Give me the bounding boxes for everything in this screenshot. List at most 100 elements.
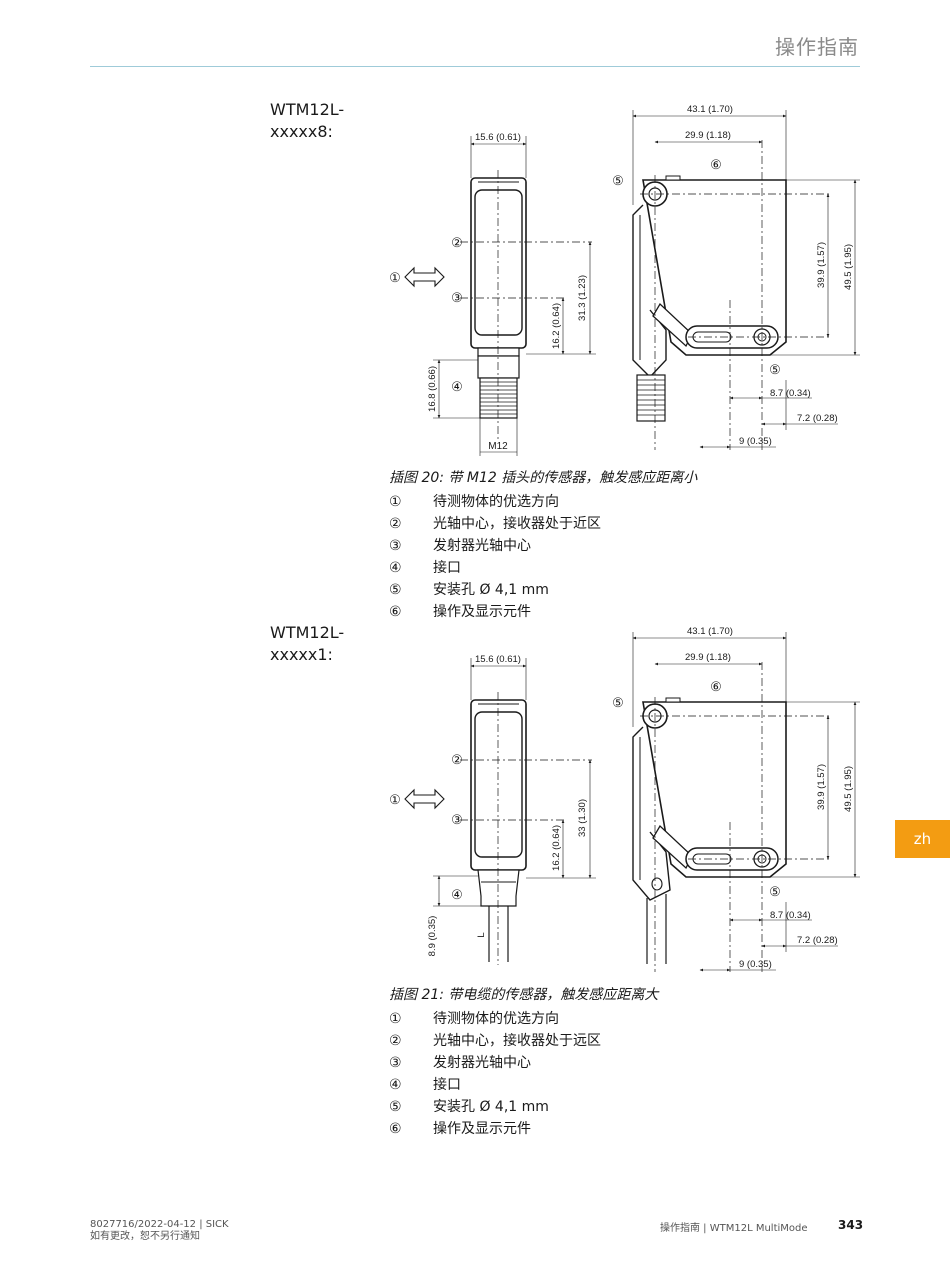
legend-number: ②	[389, 516, 402, 532]
legend-item: ③ 发射器光轴中心	[389, 1052, 601, 1074]
legend-number: ①	[389, 494, 402, 510]
fig21-callout-5-top: ⑤	[612, 695, 624, 710]
model-label-2-line1: WTM12L-	[270, 623, 345, 642]
fig20-dim-total-width: 43.1 (1.70)	[687, 104, 733, 115]
legend-number: ⑥	[389, 604, 402, 620]
legend-number: ⑤	[389, 1099, 402, 1115]
fig20-callout-5-bottom: ⑤	[769, 362, 781, 377]
page-header-title: 操作指南	[775, 35, 859, 59]
legend-number: ③	[389, 1055, 402, 1071]
figure-20-legend: ① 待测物体的优选方向 ② 光轴中心，接收器处于近区 ③ 发射器光轴中心 ④ 接口 ⑤ 安…	[389, 491, 601, 623]
legend-number: ④	[389, 1077, 402, 1093]
fig21-dim-front-width: 15.6 (0.61)	[475, 654, 521, 665]
legend-item: ⑤ 安装孔 Ø 4,1 mm	[389, 1096, 601, 1118]
fig21-callout-6: ⑥	[710, 679, 722, 694]
fig21-dim-connector-height: 8.9 (0.35)	[427, 916, 438, 957]
legend-number: ②	[389, 1033, 402, 1049]
legend-number: ⑥	[389, 1121, 402, 1137]
legend-text: 接口	[433, 560, 461, 576]
fig20-dim-inner-width: 29.9 (1.18)	[685, 130, 731, 141]
fig20-dim-m12: M12	[488, 441, 508, 452]
legend-item: ⑤ 安装孔 Ø 4,1 mm	[389, 579, 601, 601]
fig20-callout-1: ①	[389, 270, 401, 285]
legend-text: 发射器光轴中心	[433, 538, 531, 554]
fig21-dim-72: 7.2 (0.28)	[797, 935, 838, 946]
fig21-dim-inner-width: 29.9 (1.18)	[685, 652, 731, 663]
legend-text: 接口	[433, 1077, 461, 1093]
fig20-dim-inner-height: 39.9 (1.57)	[816, 242, 827, 288]
fig20-direction-arrow	[404, 266, 445, 288]
legend-item: ⑥ 操作及显示元件	[389, 601, 601, 623]
legend-text: 发射器光轴中心	[433, 1055, 531, 1071]
legend-item: ② 光轴中心，接收器处于远区	[389, 1030, 601, 1052]
fig21-dim-emitter-height: 16.2 (0.64)	[551, 825, 562, 871]
legend-text: 光轴中心，接收器处于近区	[433, 516, 601, 532]
legend-number: ⑤	[389, 582, 402, 598]
model-label-1-line2: xxxxx8:	[270, 122, 333, 141]
fig20-dim-axis-height: 31.3 (1.23)	[577, 275, 588, 321]
fig21-callout-3: ③	[451, 812, 463, 827]
fig20-dim-72: 7.2 (0.28)	[797, 413, 838, 424]
legend-text: 待测物体的优选方向	[433, 494, 559, 510]
fig20-callout-3: ③	[451, 290, 463, 305]
legend-number: ③	[389, 538, 402, 554]
model-label-2-line2: xxxxx1:	[270, 645, 333, 664]
fig20-dim-9: 9 (0.35)	[739, 436, 772, 447]
legend-item: ① 待测物体的优选方向	[389, 1008, 601, 1030]
fig20-side-connector	[636, 374, 666, 422]
fig21-dim-total-height: 49.5 (1.95)	[843, 766, 854, 812]
fig21-front-lens	[474, 711, 523, 858]
fig20-callout-2: ②	[451, 235, 463, 250]
fig20-callout-6: ⑥	[710, 157, 722, 172]
header-divider	[90, 66, 860, 67]
footer-notice: 如有更改，恕不另行通知	[90, 1231, 200, 1242]
fig21-callout-4: ④	[451, 887, 463, 902]
fig21-dim-axis-height: 33 (1.30)	[577, 799, 588, 837]
legend-item: ③ 发射器光轴中心	[389, 535, 601, 557]
legend-item: ① 待测物体的优选方向	[389, 491, 601, 513]
legend-number: ④	[389, 560, 402, 576]
footer-doc-info: 8027716/2022-04-12 | SICK 如有更改，恕不另行通知	[90, 1219, 229, 1243]
footer-doc-number: 8027716/2022-04-12 | SICK	[90, 1219, 229, 1230]
fig21-dim-inner-height: 39.9 (1.57)	[816, 764, 827, 810]
fig21-cable-length-label: L	[476, 932, 487, 937]
legend-item: ⑥ 操作及显示元件	[389, 1118, 601, 1140]
fig20-callout-5-top: ⑤	[612, 173, 624, 188]
fig20-front-lens	[474, 189, 523, 336]
figure-20-drawing: 15.6 (0.61) 31.3 (1.23) 16.2 (0.64) 16.8…	[389, 104, 860, 456]
fig21-direction-arrow	[404, 788, 445, 810]
fig20-dim-total-height: 49.5 (1.95)	[843, 244, 854, 290]
figure-21-caption: 插图 21: 带电缆的传感器，触发感应距离大	[389, 987, 659, 1003]
fig20-dim-front-width: 15.6 (0.61)	[475, 132, 521, 143]
fig21-dim-87: 8.7 (0.34)	[770, 910, 811, 921]
fig21-callout-5-bottom: ⑤	[769, 884, 781, 899]
legend-text: 操作及显示元件	[433, 1121, 531, 1137]
legend-text: 待测物体的优选方向	[433, 1011, 559, 1027]
footer-title: 操作指南 | WTM12L MultiMode	[660, 1223, 808, 1234]
legend-item: ④ 接口	[389, 1074, 601, 1096]
page-number: 343	[838, 1218, 864, 1232]
language-tab-zh[interactable]: zh	[895, 820, 950, 858]
figure-21-drawing: 15.6 (0.61) 33 (1.30) 16.2 (0.64) 8.9 (0…	[389, 626, 860, 972]
fig21-callout-2: ②	[451, 752, 463, 767]
fig21-cable-gland	[477, 869, 520, 907]
fig20-callout-4: ④	[451, 379, 463, 394]
legend-text: 安装孔 Ø 4,1 mm	[433, 1099, 549, 1115]
figure-21-legend: ① 待测物体的优选方向 ② 光轴中心，接收器处于远区 ③ 发射器光轴中心 ④ 接口 ⑤ 安…	[389, 1008, 601, 1140]
fig21-callout-1: ①	[389, 792, 401, 807]
legend-text: 光轴中心，接收器处于远区	[433, 1033, 601, 1049]
fig21-dim-9: 9 (0.35)	[739, 959, 772, 970]
figure-20-caption: 插图 20: 带 M12 插头的传感器，触发感应距离小	[389, 470, 698, 486]
fig20-dim-emitter-height: 16.2 (0.64)	[551, 303, 562, 349]
legend-number: ①	[389, 1011, 402, 1027]
legend-item: ④ 接口	[389, 557, 601, 579]
model-label-2: WTM12L- xxxxx1:	[270, 622, 344, 666]
legend-text: 安装孔 Ø 4,1 mm	[433, 582, 549, 598]
fig21-dim-total-width: 43.1 (1.70)	[687, 626, 733, 637]
model-label-1-line1: WTM12L-	[270, 100, 345, 119]
model-label-1: WTM12L- xxxxx8:	[270, 99, 344, 143]
legend-text: 操作及显示元件	[433, 604, 531, 620]
fig20-dim-connector-height: 16.8 (0.66)	[427, 366, 438, 412]
fig20-dim-87: 8.7 (0.34)	[770, 388, 811, 399]
